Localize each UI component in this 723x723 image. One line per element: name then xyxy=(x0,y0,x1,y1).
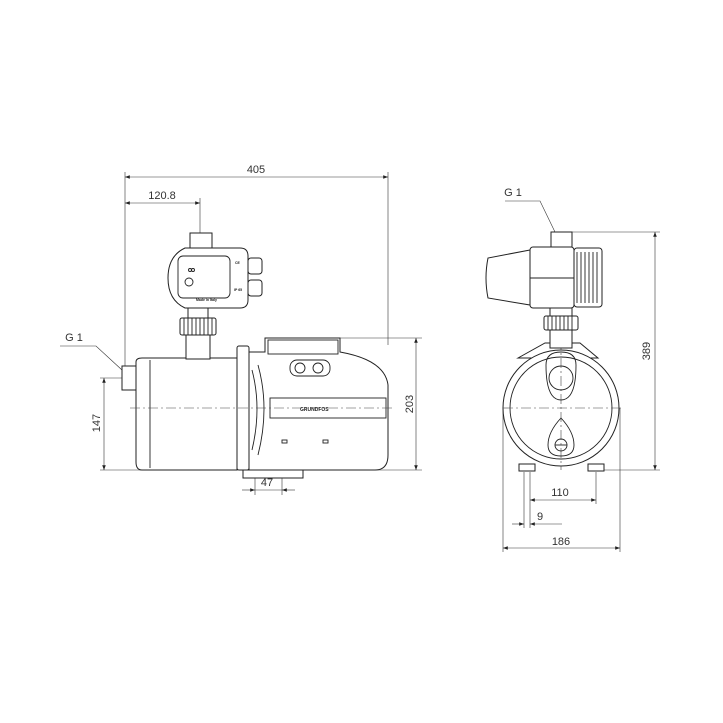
inlet-thread-label: G 1 xyxy=(65,332,83,344)
outlet-nipple xyxy=(189,232,213,249)
leader-line xyxy=(505,200,556,233)
dim-outlet-offset: 120.8 xyxy=(148,190,176,202)
union-nut xyxy=(543,315,579,331)
controller-body xyxy=(529,246,575,309)
connector xyxy=(187,306,209,319)
outlet-neck xyxy=(185,334,211,360)
outlet-thread-label: G 1 xyxy=(504,187,522,199)
foot-right xyxy=(587,463,605,472)
brand-logo: GRUNDFOS xyxy=(300,407,329,413)
controller-cover xyxy=(485,249,531,306)
side-view: 405 120.8 203 147 47 G 1 GRUNDFOS xyxy=(60,164,422,495)
gland xyxy=(294,362,306,374)
leader-line xyxy=(60,345,123,371)
cable-gland-upper xyxy=(247,257,263,275)
vent-slot xyxy=(322,439,329,444)
dim-motor-height: 203 xyxy=(404,395,416,413)
pressure-controller xyxy=(167,247,249,309)
controller-panel xyxy=(177,255,231,299)
cable-gland-lower xyxy=(247,279,263,297)
motor xyxy=(248,337,389,471)
dim-inlet-height: 147 xyxy=(91,414,103,432)
vent-slot xyxy=(281,439,288,444)
outlet-nipple xyxy=(550,231,573,248)
gland xyxy=(312,362,324,374)
pump-housing xyxy=(135,357,238,471)
ce-marking: CE xyxy=(235,261,241,265)
priming-boss xyxy=(545,351,577,401)
dim-overall-height: 389 xyxy=(641,342,653,360)
cable-glands xyxy=(289,359,331,377)
outlet-neck xyxy=(549,329,573,349)
motor-fins xyxy=(251,364,265,456)
indicator-led xyxy=(191,268,195,272)
union-nut xyxy=(179,317,217,336)
nut-knurl xyxy=(183,318,213,335)
controller-finned-cap xyxy=(573,247,603,308)
dim-foot-width: 47 xyxy=(261,477,273,489)
dim-foot-spacing: 110 xyxy=(551,487,569,499)
cap-fins xyxy=(576,252,598,303)
terminal-box xyxy=(267,339,339,355)
dim-overall-width: 186 xyxy=(552,536,570,548)
dim-foot-hole: 9 xyxy=(537,511,543,523)
dim-overall-length: 405 xyxy=(247,164,265,176)
ip-marking: IP 65 xyxy=(234,288,242,292)
nut-knurl xyxy=(547,316,573,330)
made-in-marking: Made in Italy xyxy=(196,298,217,302)
foot-left xyxy=(518,463,536,472)
indicator-light xyxy=(184,277,194,287)
base-plate xyxy=(242,469,304,479)
end-view: G 1 389 110 9 186 xyxy=(485,187,660,552)
inlet-port xyxy=(121,365,137,391)
